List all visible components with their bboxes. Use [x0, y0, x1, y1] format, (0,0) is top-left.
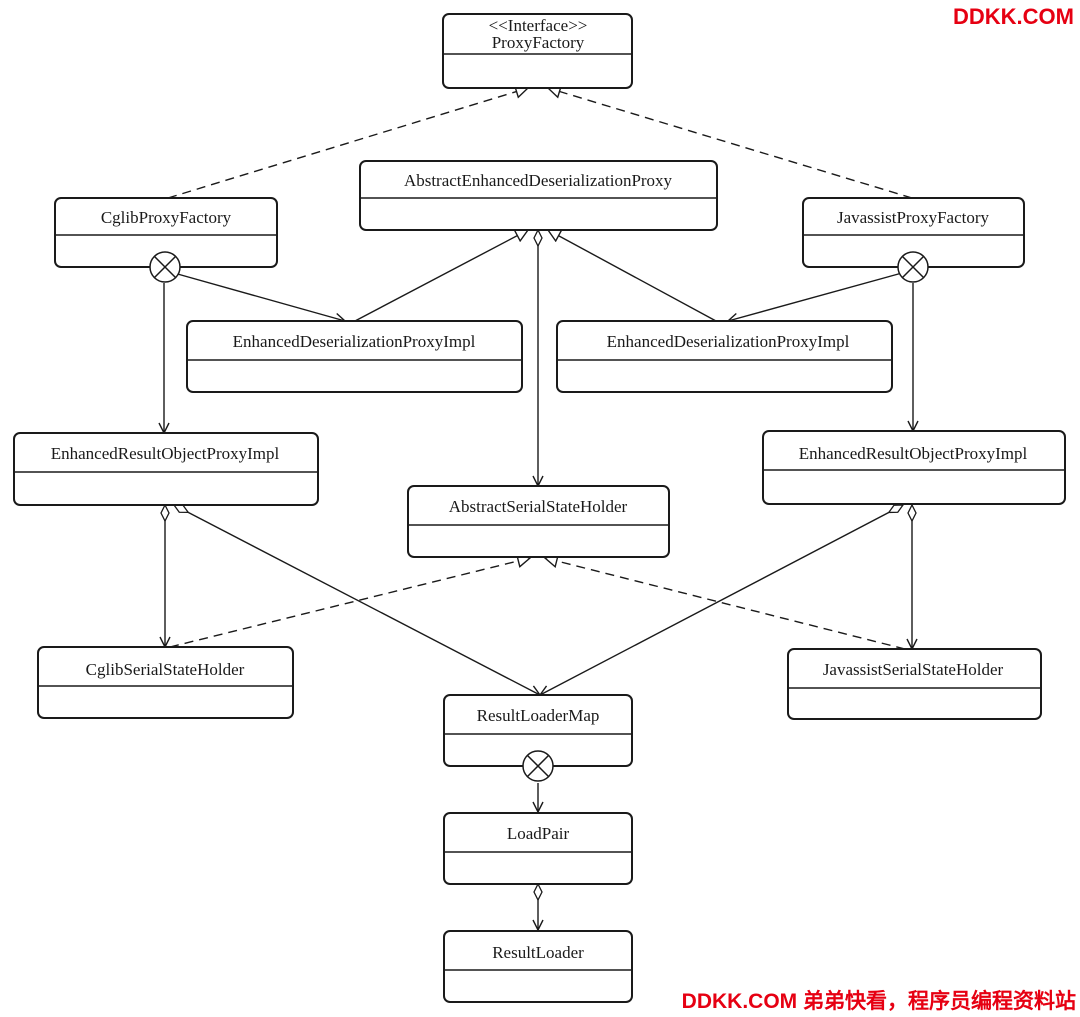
nesting-marker-javassist: [897, 251, 929, 283]
class-enhanced-result-object-proxy-impl-left: EnhancedResultObjectProxyImpl: [13, 432, 319, 506]
assh-name: AbstractSerialStateHolder: [449, 497, 628, 516]
nesting-marker-result-loader-map: [522, 750, 554, 782]
edpi-left-name: EnhancedDeserializationProxyImpl: [233, 332, 476, 351]
javassist-proxy-factory-name: JavassistProxyFactory: [837, 208, 990, 227]
class-javassist-serial-state-holder: JavassistSerialStateHolder: [787, 648, 1042, 720]
class-enhanced-deserialization-proxy-impl-left: EnhancedDeserializationProxyImpl: [186, 320, 523, 393]
nesting-marker-cglib: [149, 251, 181, 283]
class-enhanced-deserialization-proxy-impl-right: EnhancedDeserializationProxyImpl: [556, 320, 893, 393]
class-cglib-proxy-factory: CglibProxyFactory: [54, 197, 278, 268]
edge-javassist-creates-edpi: [728, 272, 903, 321]
class-abstract-serial-state-holder: AbstractSerialStateHolder: [407, 485, 670, 558]
class-result-loader: ResultLoader: [443, 930, 633, 1003]
edge-eropi-right-aggregates-rlm: [540, 505, 903, 695]
class-enhanced-result-object-proxy-impl-right: EnhancedResultObjectProxyImpl: [762, 430, 1066, 505]
class-result-loader-map: ResultLoaderMap: [443, 694, 633, 767]
class-javassist-proxy-factory: JavassistProxyFactory: [802, 197, 1025, 268]
edge-edpi-left-extends-aedp: [354, 230, 528, 322]
edge-javassist-realizes-proxyfactory: [548, 88, 913, 199]
edpi-right-name: EnhancedDeserializationProxyImpl: [607, 332, 850, 351]
edge-eropi-left-aggregates-rlm: [174, 505, 540, 695]
class-cglib-serial-state-holder: CglibSerialStateHolder: [37, 646, 294, 719]
proxy-factory-stereotype: <<Interface>>: [489, 16, 588, 35]
aedp-name: AbstractEnhancedDeserializationProxy: [404, 171, 673, 190]
result-loader-map-name: ResultLoaderMap: [477, 706, 600, 725]
class-load-pair: LoadPair: [443, 812, 633, 885]
cssh-name: CglibSerialStateHolder: [86, 660, 245, 679]
class-proxy-factory: <<Interface>> ProxyFactory: [442, 13, 633, 89]
edge-cssh-extends-assh: [169, 558, 530, 648]
watermark-bottom: DDKK.COM 弟弟快看，程序员编程资料站: [681, 990, 1076, 1013]
watermark-top: DDKK.COM: [953, 4, 1074, 29]
eropi-left-name: EnhancedResultObjectProxyImpl: [51, 444, 280, 463]
edge-jssh-extends-assh: [545, 558, 906, 650]
jssh-name: JavassistSerialStateHolder: [823, 660, 1004, 679]
edges: [164, 88, 913, 930]
proxy-factory-name: ProxyFactory: [492, 33, 585, 52]
result-loader-name: ResultLoader: [492, 943, 584, 962]
class-abstract-enhanced-deserialization-proxy: AbstractEnhancedDeserializationProxy: [359, 160, 718, 231]
cglib-proxy-factory-name: CglibProxyFactory: [101, 208, 232, 227]
edge-cglib-realizes-proxyfactory: [167, 88, 528, 199]
edge-cglib-creates-edpi: [173, 272, 345, 321]
edge-edpi-right-extends-aedp: [548, 230, 717, 322]
load-pair-name: LoadPair: [507, 824, 570, 843]
eropi-right-name: EnhancedResultObjectProxyImpl: [799, 444, 1028, 463]
